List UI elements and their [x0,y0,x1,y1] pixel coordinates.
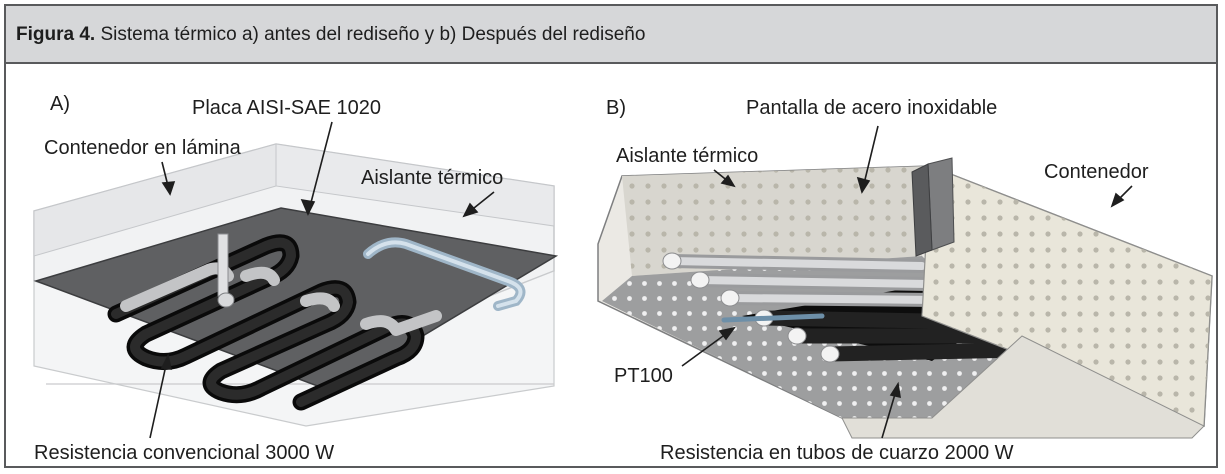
thermostat-post [217,233,229,297]
caption-number: Figura 4. [16,24,96,45]
figure-frame: Figura 4. Sistema térmico a) antes del r… [4,4,1218,468]
panel-a-letter: A) [50,93,70,115]
leader-lines [149,121,495,439]
panel-a-illustration: A) Placa AISI-SAE 1020 Contenedor en lám… [33,93,559,464]
panel-b-illustration: B) Pantalla de acero inoxidable Aislante… [597,97,1213,464]
label-insulation-b: Aislante térmico [616,145,758,167]
label-screen: Pantalla de acero inoxidable [746,97,997,119]
label-plate: Placa AISI-SAE 1020 [192,97,381,119]
label-insulation: Aislante térmico [361,167,503,189]
panel-b: B) Pantalla de acero inoxidable Aislante… [592,66,1216,466]
label-container: Contenedor en lámina [44,137,242,159]
label-resistance: Resistencia convencional 3000 W [34,442,334,464]
caption-bar: Figura 4. Sistema térmico a) antes del r… [6,6,1216,64]
stainless-screen [927,157,955,251]
caption-text: Sistema térmico a) antes del rediseño y … [95,24,646,45]
label-resistance-b: Resistencia en tubos de cuarzo 2000 W [660,442,1014,464]
label-container-b: Contenedor [1044,161,1149,183]
panel-b-letter: B) [606,97,626,119]
figure-caption: Figura 4. Sistema térmico a) antes del r… [16,24,645,46]
leader-lines-b [681,125,1133,439]
pt100-sensor [721,313,825,323]
panel-a: A) Placa AISI-SAE 1020 Contenedor en lám… [6,66,582,466]
label-sensor: PT100 [614,365,673,387]
